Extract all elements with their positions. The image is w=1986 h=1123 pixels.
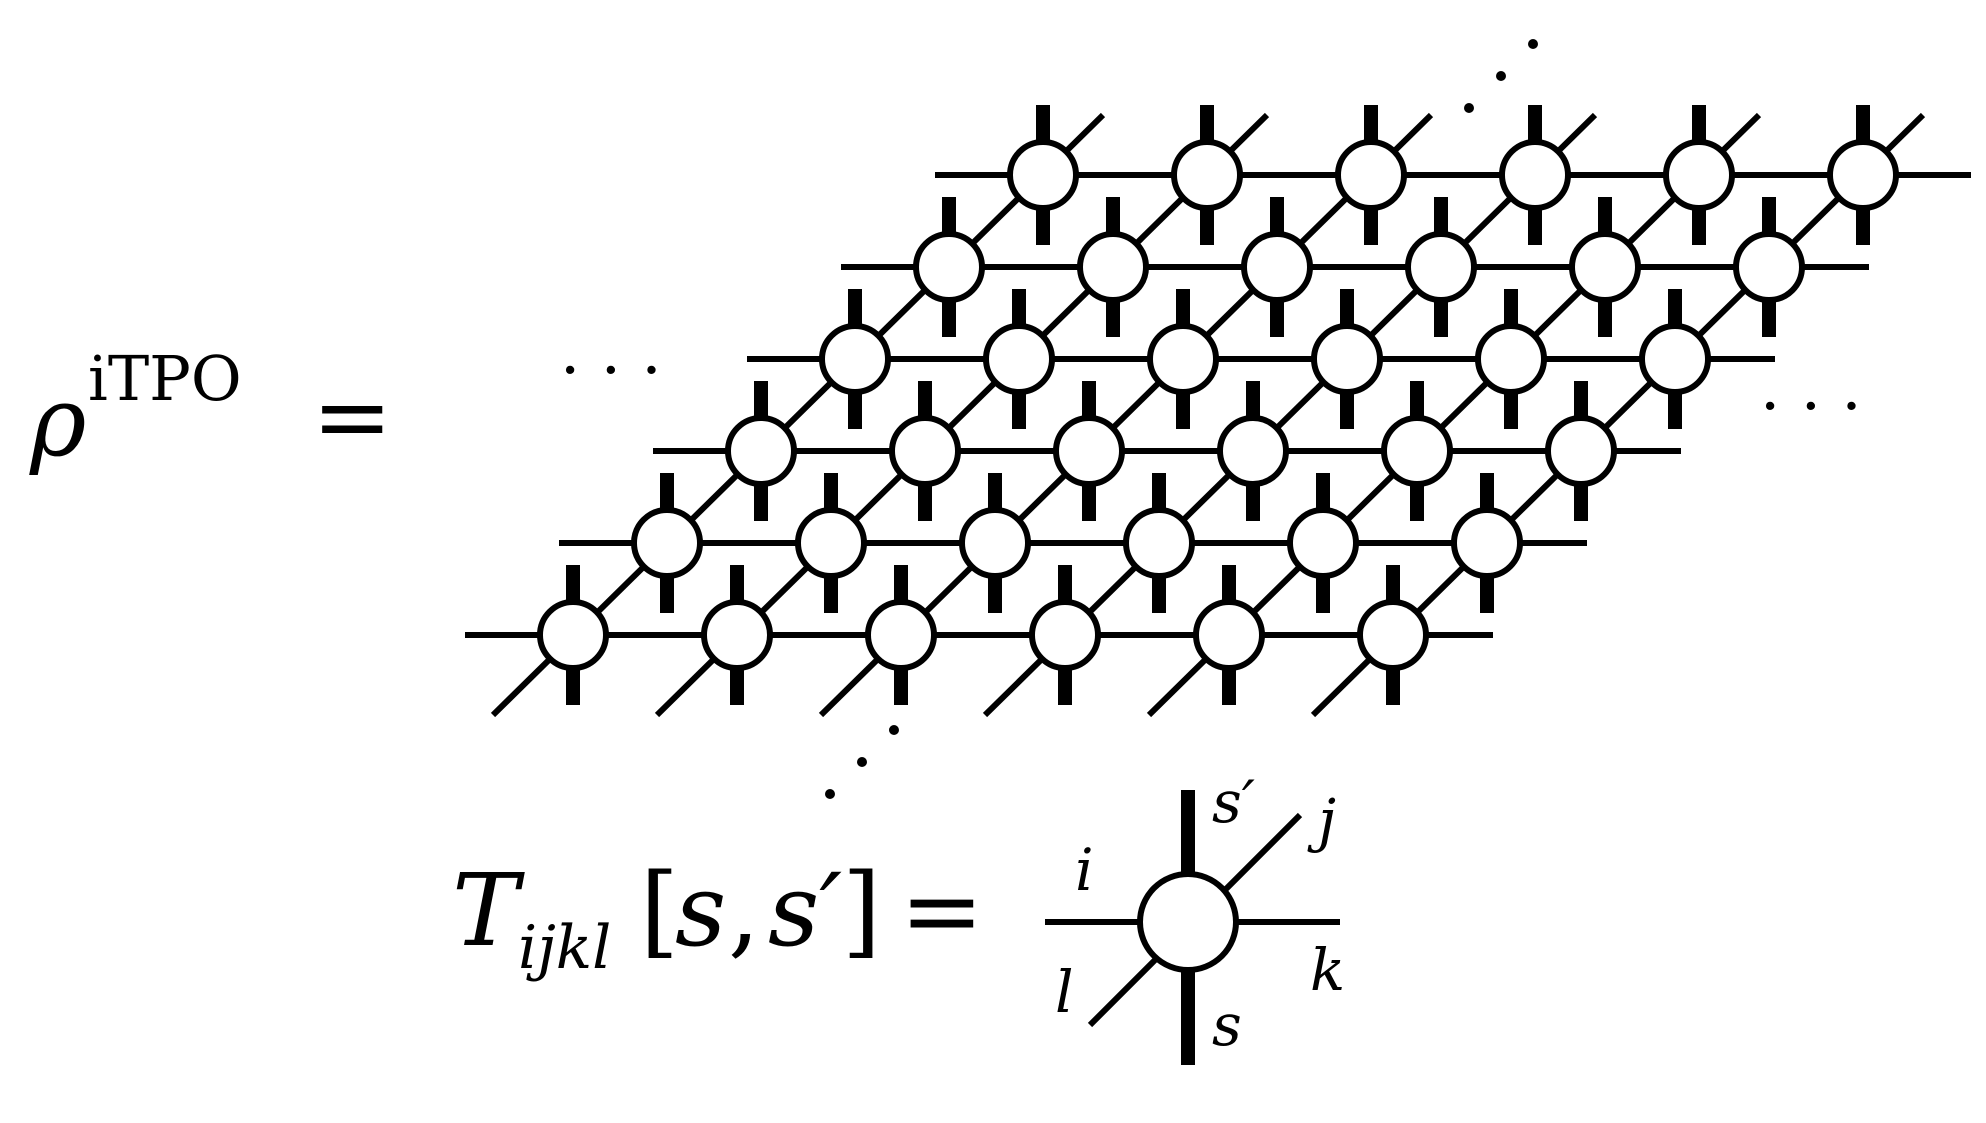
top-diagonal-ellipsis xyxy=(1464,39,1538,113)
itpo-superscript: iTPO xyxy=(88,342,242,415)
tensor-node xyxy=(1663,139,1735,211)
tensor-node xyxy=(1217,415,1289,487)
tensor-node xyxy=(1733,231,1805,303)
tensor-node xyxy=(1545,415,1617,487)
tensor-node xyxy=(631,507,703,579)
tensor-node xyxy=(1137,871,1239,973)
tensor-node xyxy=(701,599,773,671)
tensor-node xyxy=(1827,139,1899,211)
left-ellipsis: · · · xyxy=(560,334,662,408)
tensor-node xyxy=(819,323,891,395)
leg-label-s: s xyxy=(1212,991,1242,1059)
argument-comma: , xyxy=(728,852,760,969)
tensor-node xyxy=(537,599,609,671)
tensor-node xyxy=(1475,323,1547,395)
tensor-node xyxy=(1335,139,1407,211)
tensor-node xyxy=(1029,599,1101,671)
tensor-definition: T ijkl [ s , s′ ] = xyxy=(452,852,984,983)
tensor-node xyxy=(725,415,797,487)
tensor-indices: ijkl xyxy=(518,913,611,983)
tensor-node xyxy=(1569,231,1641,303)
bottom-diagonal-ellipsis xyxy=(825,725,899,799)
tensor-node xyxy=(865,599,937,671)
tensor-node xyxy=(1381,415,1453,487)
tensor-node xyxy=(1077,231,1149,303)
tensor-node xyxy=(983,323,1055,395)
tensor-node xyxy=(1241,231,1313,303)
single-tensor: i j k l s s′ xyxy=(1045,768,1345,1065)
tensor-node xyxy=(1639,323,1711,395)
tensor-node xyxy=(1451,507,1523,579)
leg-label-s-prime: s′ xyxy=(1212,768,1255,836)
argument-s: s xyxy=(675,852,726,969)
tensor-node xyxy=(959,507,1031,579)
tensor-node xyxy=(1499,139,1571,211)
tensor-node xyxy=(1123,507,1195,579)
tensor-node xyxy=(889,415,961,487)
tensor-node xyxy=(1405,231,1477,303)
tensor-node xyxy=(1357,599,1429,671)
rho-symbol: ρ xyxy=(29,366,86,478)
lhs-expression: ρ iTPO = xyxy=(29,342,392,478)
leg-label-l: l xyxy=(1055,958,1074,1026)
leg-label-j: j xyxy=(1307,786,1336,854)
open-bracket: [ xyxy=(640,852,679,969)
right-ellipsis: · · · xyxy=(1760,370,1862,444)
tensor-node xyxy=(1147,323,1219,395)
tensor-node xyxy=(795,507,867,579)
tensor-node xyxy=(1193,599,1265,671)
leg-label-i: i xyxy=(1075,836,1094,904)
tensor-node xyxy=(1053,415,1125,487)
definition-equals-sign: = xyxy=(900,852,984,969)
network-nodes xyxy=(537,139,1899,671)
tensor-node xyxy=(1171,139,1243,211)
lhs-equals-sign: = xyxy=(312,361,392,473)
close-bracket: ] xyxy=(842,852,881,969)
leg-label-k: k xyxy=(1310,936,1345,1004)
tensor-node xyxy=(1007,139,1079,211)
tensor-symbol: T xyxy=(452,852,525,969)
tensor-node xyxy=(1287,507,1359,579)
tensor-node xyxy=(913,231,985,303)
argument-s-prime: s′ xyxy=(768,852,842,969)
tensor-node xyxy=(1311,323,1383,395)
